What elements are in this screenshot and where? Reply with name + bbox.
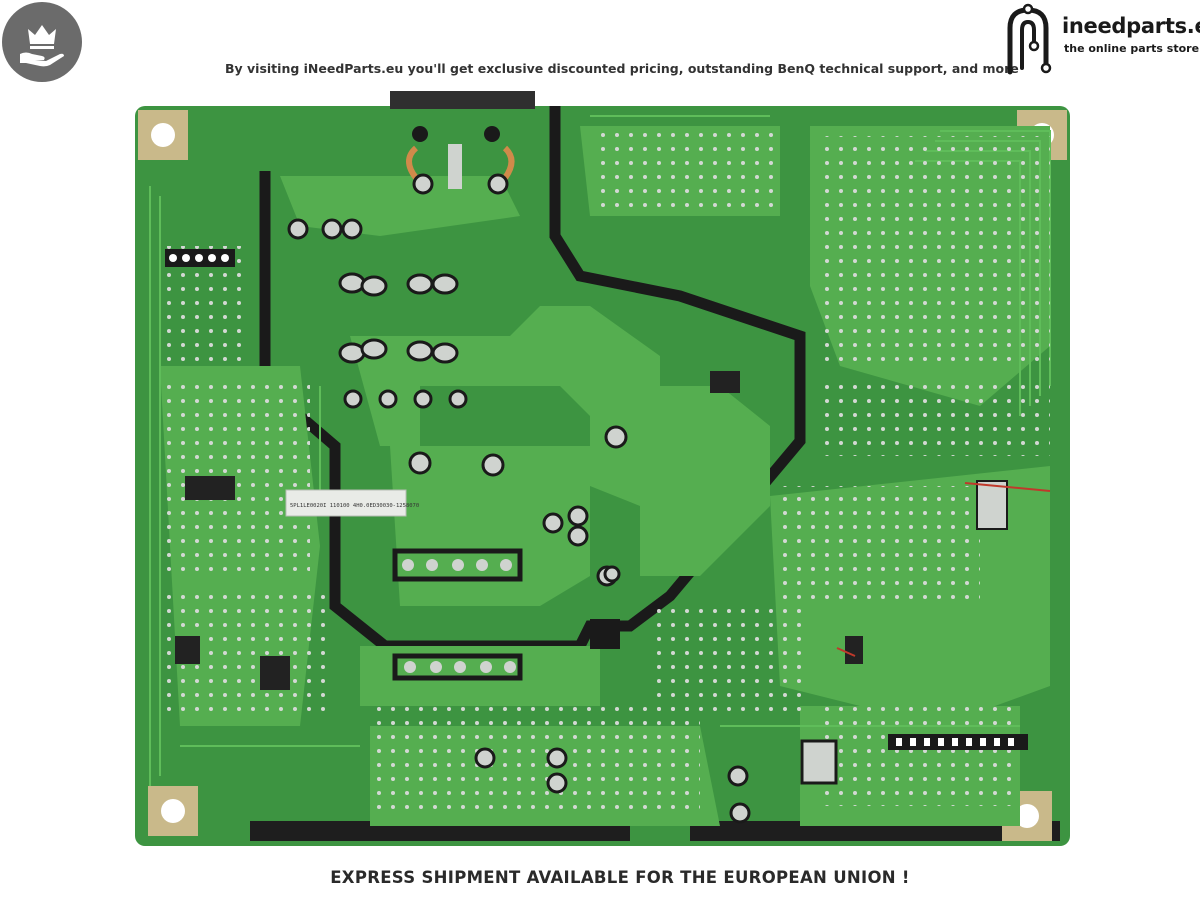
part-label-text: 5PL1LE0020I 110100 4H0.0ED30030-1258070 — [290, 503, 419, 509]
ac-input-area — [406, 126, 515, 195]
part-label-sticker — [285, 489, 407, 517]
crown-badge-icon — [2, 2, 82, 82]
site-logo[interactable]: ineedparts.eu the online parts store — [1002, 2, 1200, 76]
pcb-photo: 5PL1LE0020I 110100 4H0.0ED30030-1258070 — [120, 86, 1080, 856]
solder-pads — [160, 126, 1050, 816]
logo-name: ineedparts.eu — [1062, 14, 1200, 38]
header-banner: By visiting iNeedParts.eu you'll get exc… — [0, 0, 1200, 95]
crown-on-hand-icon — [20, 25, 64, 67]
promo-text: By visiting iNeedParts.eu you'll get exc… — [225, 61, 1019, 76]
integrated-circuits — [175, 371, 863, 690]
red-marker-marks — [836, 482, 1051, 657]
connector-pin-highlights — [169, 254, 1014, 746]
connector-pins — [165, 249, 1028, 750]
transformer-outlines — [392, 548, 523, 681]
transformer-pins — [402, 559, 516, 673]
through-hole-joints — [287, 218, 751, 824]
logo-tagline: the online parts store — [1064, 42, 1200, 55]
top-connector — [390, 91, 535, 109]
pcb-illustration: 5PL1LE0020I 110100 4H0.0ED30030-1258070 — [135, 91, 1070, 846]
ineedparts-logo-icon — [1007, 3, 1052, 75]
large-pads — [603, 565, 838, 785]
shipping-banner: EXPRESS SHIPMENT AVAILABLE FOR THE EUROP… — [330, 868, 910, 887]
